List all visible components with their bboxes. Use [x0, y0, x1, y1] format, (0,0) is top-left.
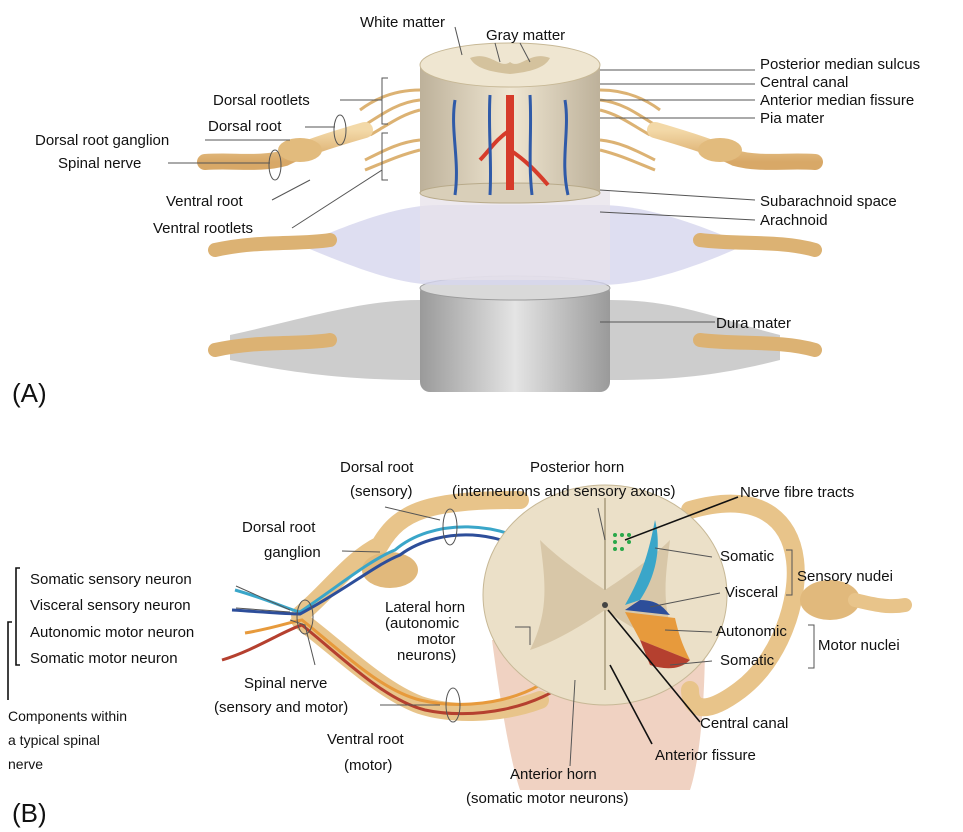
label-anterior-median-fissure: Anterior median fissure: [760, 92, 914, 109]
label-motor-nuclei: Motor nuclei: [818, 637, 900, 654]
label-lateral-horn-1: Lateral horn: [385, 599, 465, 616]
label-spinal-nerve-a: Spinal nerve: [58, 155, 141, 172]
label-lateral-horn-2: (autonomic: [385, 615, 460, 632]
label-dorsal-rootlets: Dorsal rootlets: [213, 92, 310, 109]
label-somatic-sensory-nucleus: Somatic: [720, 548, 775, 565]
spinal-cord-column: [420, 43, 600, 203]
label-ventral-root-a: Ventral root: [166, 193, 244, 210]
label-dura-mater: Dura mater: [716, 315, 791, 332]
label-anterior-horn-2: (somatic motor neurons): [466, 790, 629, 807]
label-subarachnoid-space: Subarachnoid space: [760, 193, 897, 210]
label-lateral-horn-3: motor: [417, 631, 455, 648]
panel-a-letter: (A): [12, 378, 47, 408]
label-somatic-motor-nucleus: Somatic: [720, 652, 775, 669]
label-nerve-fibre-tracts: Nerve fibre tracts: [740, 484, 854, 501]
label-autonomic-motor-neuron: Autonomic motor neuron: [30, 624, 194, 641]
label-dorsal-root-b-1: Dorsal root: [340, 459, 414, 476]
label-somatic-motor-neuron: Somatic motor neuron: [30, 650, 178, 667]
label-components-1: Components within: [8, 708, 127, 724]
arachnoid-layer: [215, 190, 815, 285]
label-pia-mater: Pia mater: [760, 110, 824, 127]
label-spinal-nerve-b-2: (sensory and motor): [214, 699, 348, 716]
dorsal-root-ganglion-right: [698, 138, 742, 162]
label-lateral-horn-4: neurons): [397, 647, 456, 664]
label-gray-matter: Gray matter: [486, 27, 565, 44]
label-sensory-nuclei: Sensory nudei: [797, 568, 893, 585]
label-posterior-median-sulcus: Posterior median sulcus: [760, 56, 920, 73]
label-central-canal-a: Central canal: [760, 74, 848, 91]
panel-b: Dorsal root (sensory) Posterior horn (in…: [8, 459, 905, 828]
cord-cross-section: [483, 485, 727, 705]
label-dorsal-root-b-2: (sensory): [350, 483, 413, 500]
label-arachnoid: Arachnoid: [760, 212, 828, 229]
label-visceral-nucleus: Visceral: [725, 584, 778, 601]
neuron-types-bracket: [16, 568, 20, 665]
label-ventral-rootlets: Ventral rootlets: [153, 220, 253, 237]
label-visceral-sensory-neuron: Visceral sensory neuron: [30, 597, 191, 614]
label-components-3: nerve: [8, 756, 43, 772]
label-white-matter: White matter: [360, 14, 445, 31]
label-components-2: a typical spinal: [8, 732, 100, 748]
label-anterior-horn-1: Anterior horn: [510, 766, 597, 783]
dorsal-rootlets-bracket: [382, 78, 388, 124]
label-dorsal-root-a: Dorsal root: [208, 118, 282, 135]
label-ventral-root-b-2: (motor): [344, 757, 392, 774]
label-autonomic-nucleus: Autonomic: [716, 623, 787, 640]
label-posterior-horn-1: Posterior horn: [530, 459, 624, 476]
label-drg-b-2: ganglion: [264, 544, 321, 561]
label-spinal-nerve-b-1: Spinal nerve: [244, 675, 327, 692]
dorsal-root-ganglion-left: [278, 138, 322, 162]
label-ventral-root-b-1: Ventral root: [327, 731, 405, 748]
components-bracket: [8, 622, 12, 700]
label-central-canal-b: Central canal: [700, 715, 788, 732]
label-anterior-fissure: Anterior fissure: [655, 747, 756, 764]
panel-b-letter: (B): [12, 798, 47, 828]
ventral-rootlets-bracket: [382, 133, 388, 180]
motor-nuclei-bracket: [808, 625, 814, 668]
central-canal-dot: [602, 602, 608, 608]
label-drg-b-1: Dorsal root: [242, 519, 316, 536]
label-posterior-horn-2: (interneurons and sensory axons): [452, 483, 675, 500]
panel-a: White matter Gray matter Posterior media…: [12, 14, 920, 408]
label-dorsal-root-ganglion-a: Dorsal root ganglion: [35, 132, 169, 149]
label-somatic-sensory-neuron: Somatic sensory neuron: [30, 571, 192, 588]
